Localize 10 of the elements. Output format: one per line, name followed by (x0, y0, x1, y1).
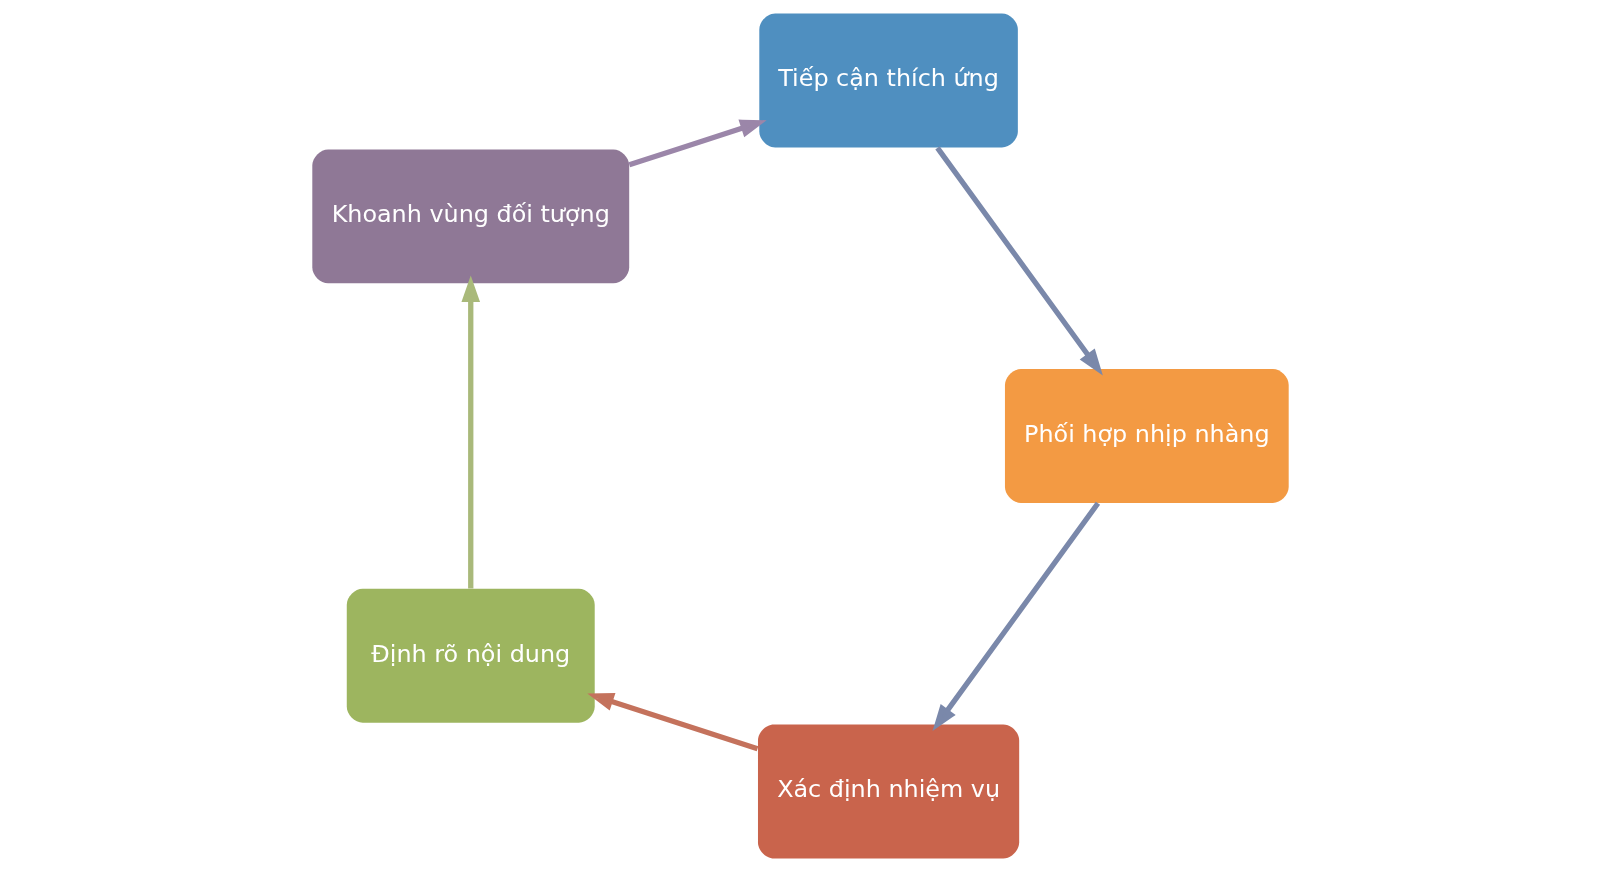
arrow (586, 692, 758, 752)
node-box: Định rõ nội dung (346, 588, 595, 723)
node-box: Phối hợp nhịp nhàng (1004, 369, 1289, 503)
arrow (934, 146, 1103, 376)
arrow (628, 119, 767, 168)
arrow (932, 501, 1100, 731)
node-box: Xác định nhiệm vụ (757, 724, 1019, 859)
node-box: Khoanh vùng đối tượng (311, 149, 629, 284)
node-box: Tiếp cận thích ứng (758, 13, 1018, 148)
arrow (460, 275, 480, 589)
